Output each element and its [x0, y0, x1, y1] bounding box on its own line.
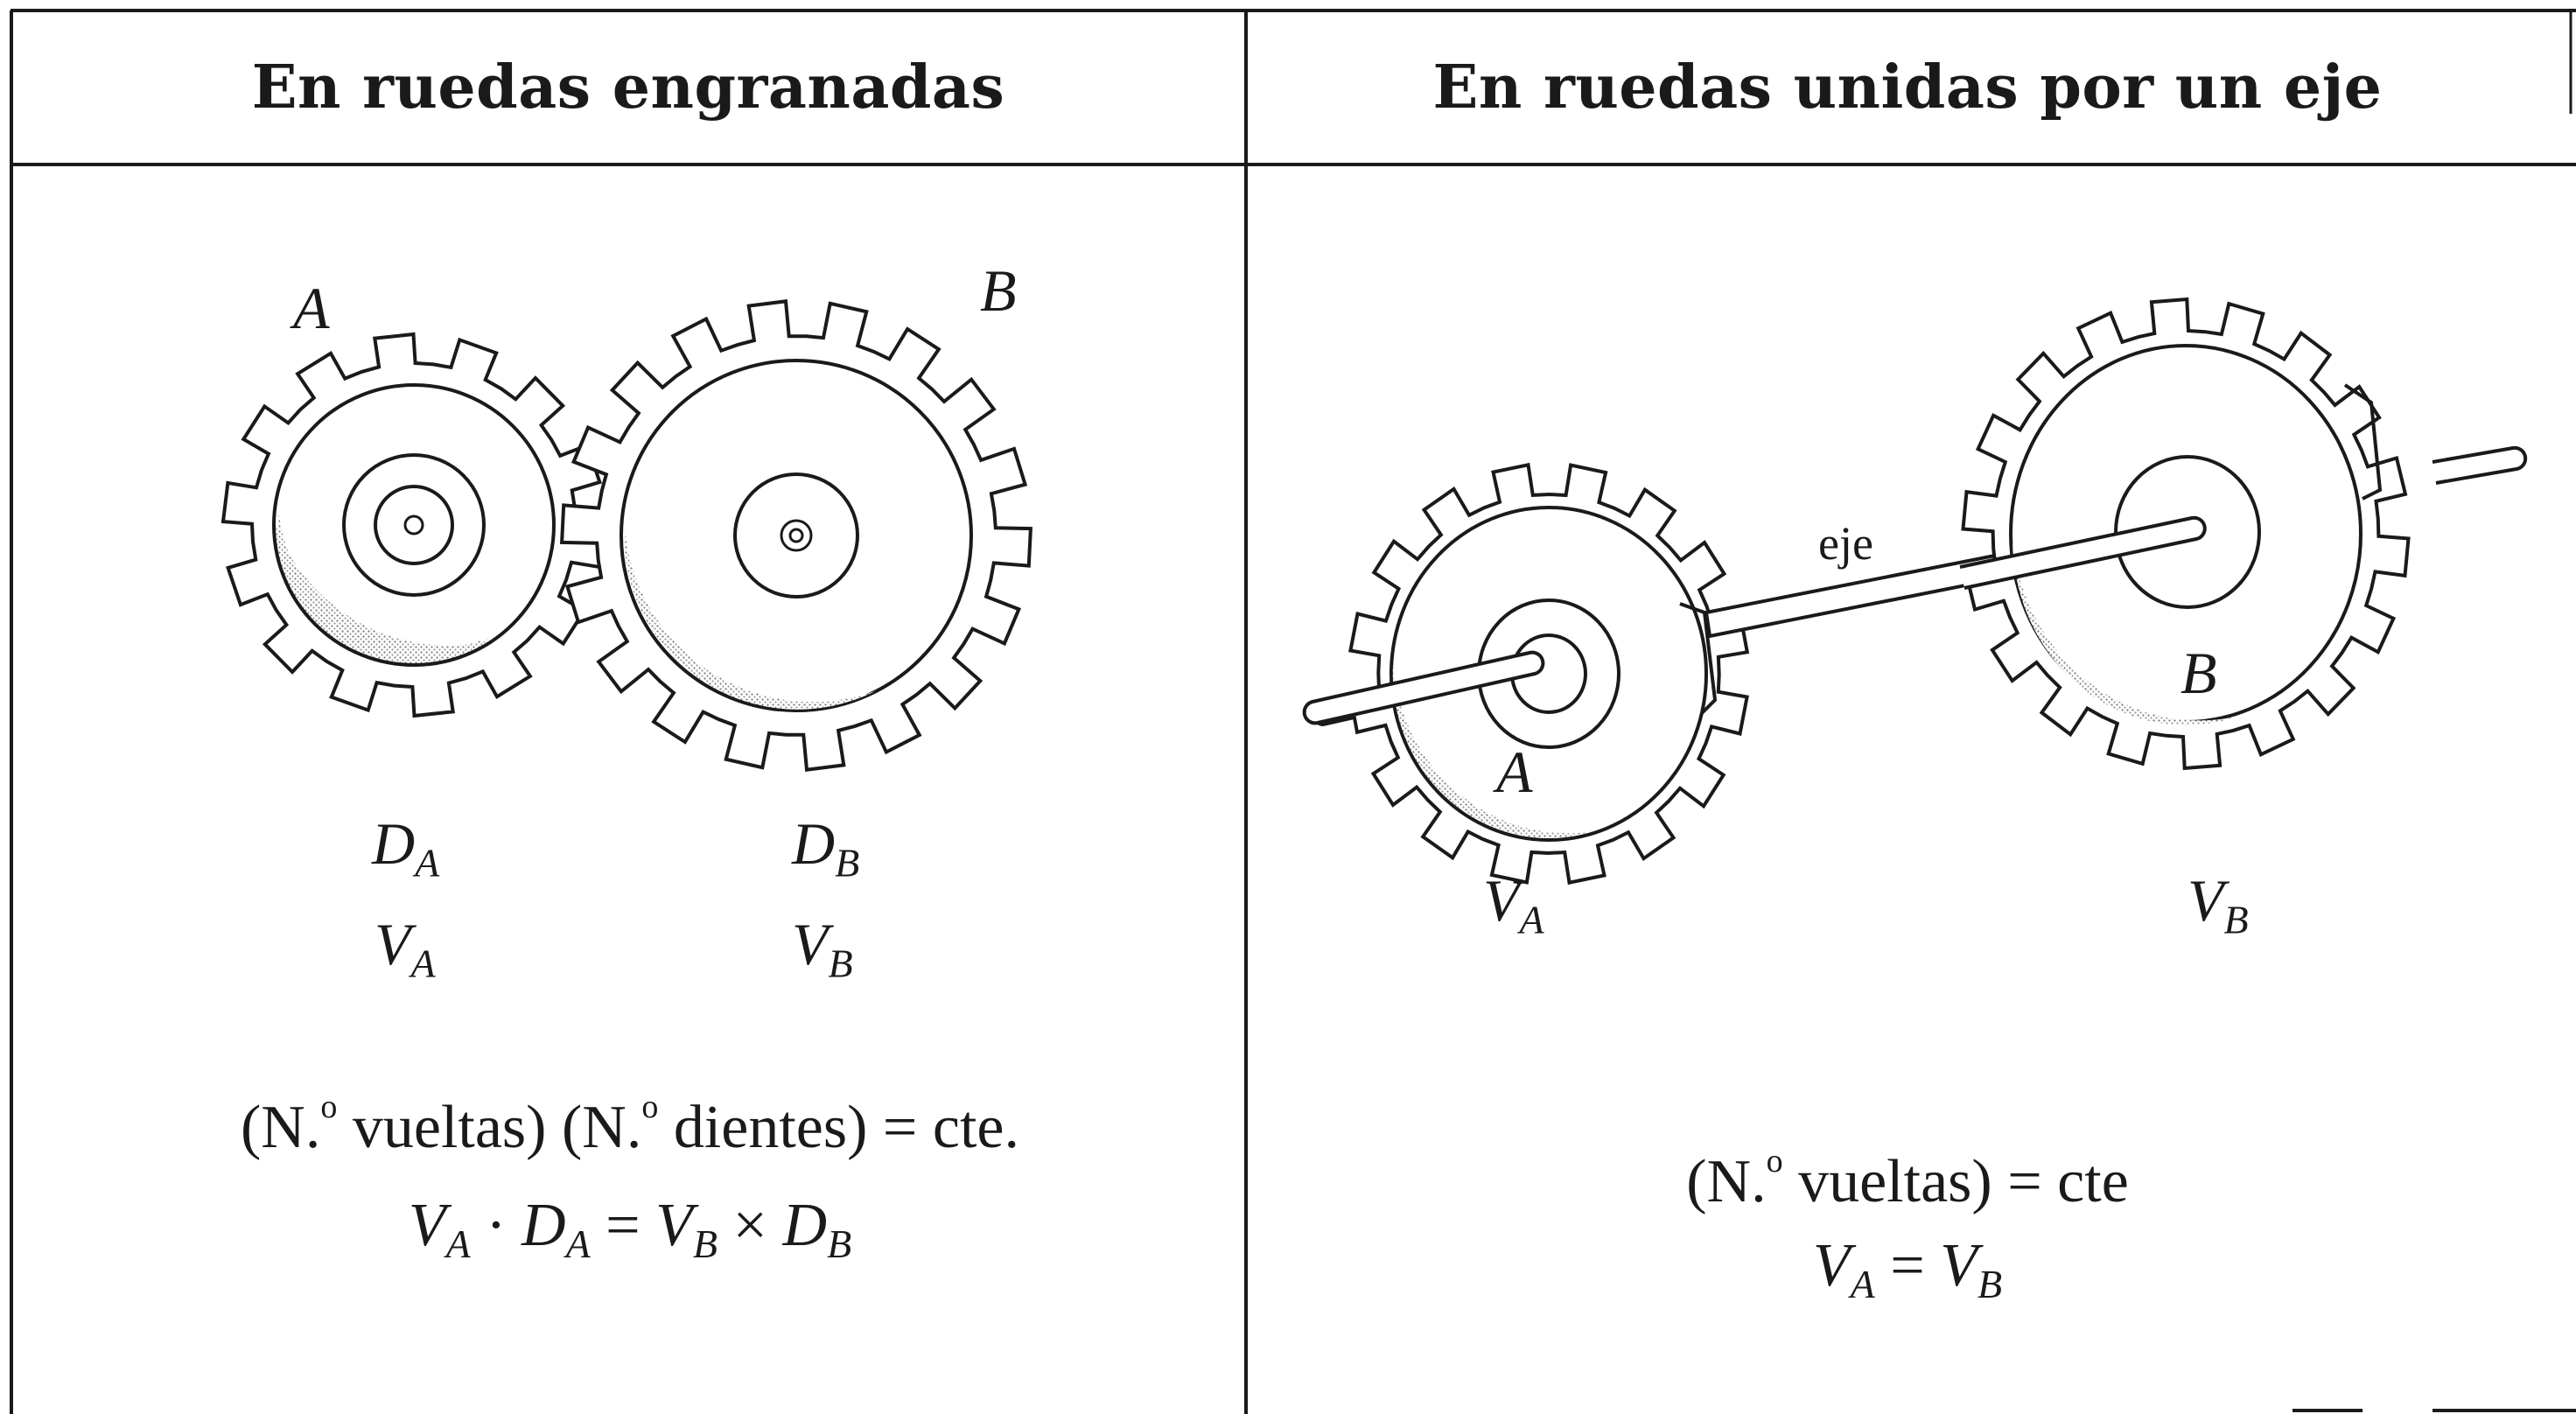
var-d-a-sub: A [415, 840, 440, 886]
gear-b-rim [620, 359, 973, 712]
left-eq-db-sub: B [827, 1221, 852, 1266]
left-eq-db: D [782, 1192, 828, 1259]
table-frame [10, 9, 2576, 1414]
right-eq-va: V [1812, 1232, 1851, 1299]
left-rule-part3: dientes) = cte. [658, 1094, 1019, 1162]
gear-a-rim [272, 383, 556, 667]
gear-b-letter: B [980, 257, 1017, 324]
axle-label: eje [1818, 517, 1873, 570]
left-eq-da: D [522, 1192, 566, 1259]
right-equation: VA = VB [1260, 1236, 2555, 1305]
var-d-a-main: D [372, 810, 416, 877]
gear-a-shading [276, 525, 497, 665]
gear-a-hub-inner [374, 485, 454, 565]
var-d-b-main: D [792, 810, 836, 877]
gear-b-hub-inner [780, 519, 813, 552]
gear-a-letter: A [293, 275, 330, 341]
var-v-b-sub: B [828, 941, 853, 986]
right-var-v-b: VB [2188, 871, 2249, 941]
left-eq-va: V [408, 1192, 446, 1259]
right-eq-equals: = [1874, 1232, 1941, 1299]
gear-b-right-hub-outer [2114, 455, 2261, 609]
left-eq-da-sub: A [565, 1221, 591, 1266]
var-d-a: DA [372, 814, 439, 884]
axle-right-end [2432, 445, 2528, 485]
left-eq-va-sub: A [445, 1221, 471, 1266]
right-var-v-a-main: V [1483, 867, 1520, 934]
right-var-v-a: VA [1483, 871, 1544, 941]
gear-b-teeth [560, 299, 1032, 772]
var-v-a: VA [374, 914, 436, 984]
right-rule: (N.o vueltas) = cte [1260, 1144, 2555, 1213]
left-equation: VA · DA = VB × DB [35, 1195, 1225, 1264]
right-var-v-a-sub: A [1519, 897, 1544, 942]
gear-a-label: A [293, 278, 330, 338]
left-rule: (N.o vueltas) (N.o dientes) = cte. [35, 1090, 1225, 1158]
var-d-b-sub: B [835, 840, 860, 886]
gear-a-shaded-face [277, 508, 490, 659]
left-rule-part2: vueltas) (N. [337, 1094, 642, 1162]
gear-b-center [788, 528, 804, 543]
left-rule-part1: (N. [241, 1094, 321, 1162]
right-eq-va-sub: A [1850, 1261, 1875, 1306]
right-rule-part2: vueltas) = cte [1782, 1148, 2129, 1216]
axle-rod-into-hub [1959, 515, 2207, 590]
right-eq-vb-sub: B [1978, 1261, 2003, 1306]
var-v-a-sub: A [410, 941, 436, 986]
var-v-b-main: V [792, 911, 829, 977]
gear-b-shaded-face [624, 525, 875, 710]
var-v-b: VB [792, 914, 853, 984]
axle-rod-front [1302, 650, 1545, 725]
header-left: En ruedas engranadas [251, 52, 1005, 122]
gear-a-right-teeth [1348, 462, 1750, 886]
left-rule-sup2: o [641, 1088, 659, 1125]
gear-b-left [560, 299, 1032, 772]
right-gear-b-letter: B [2180, 640, 2217, 706]
right-gear-a-letter: A [1496, 738, 1533, 805]
gear-b-right [1959, 297, 2411, 771]
gear-a-left [220, 332, 607, 718]
header-right: En ruedas unidas por un eje [1432, 52, 2383, 122]
axle-rod-right-end [2432, 445, 2528, 485]
left-eq-vb-sub: B [692, 1221, 718, 1266]
gear-b-hub-outer [733, 472, 859, 598]
right-gear-b-label: B [2180, 643, 2217, 703]
right-var-v-b-main: V [2188, 867, 2224, 934]
right-eq-vb: V [1940, 1232, 1978, 1299]
gear-a-center [403, 514, 424, 536]
right-rule-sup1: o [1766, 1143, 1783, 1180]
var-v-a-main: V [374, 911, 411, 977]
right-rule-part1: (N. [1686, 1148, 1767, 1216]
right-gear-a-label: A [1496, 742, 1533, 802]
gear-a-right [1302, 462, 1750, 886]
gear-a-right-rim [1390, 506, 1708, 842]
gear-b-label: B [980, 261, 1017, 320]
left-eq-vb: V [655, 1192, 693, 1259]
left-rule-sup1: o [320, 1088, 338, 1125]
right-var-v-b-sub: B [2223, 897, 2249, 942]
gear-b-right-side [2343, 383, 2383, 500]
var-d-b: DB [792, 814, 859, 884]
left-eq-times: × [718, 1192, 783, 1259]
left-eq-dot: · [470, 1192, 522, 1259]
gear-a-hub-outer [342, 453, 486, 597]
left-eq-equals: = [590, 1192, 656, 1259]
